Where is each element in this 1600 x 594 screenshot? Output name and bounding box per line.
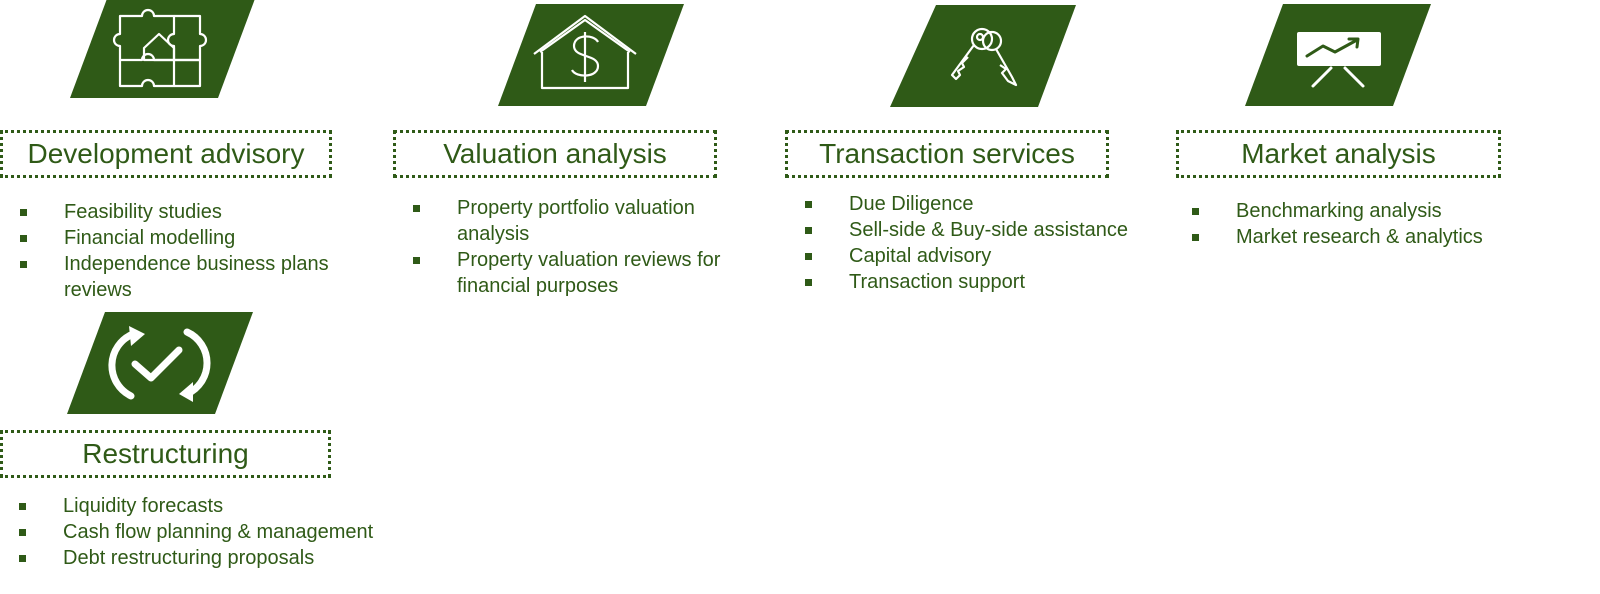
list-item: Market research & analytics <box>1190 224 1550 250</box>
list-item: Benchmarking analysis <box>1190 198 1550 224</box>
list-item: Sell-side & Buy-side assistance <box>803 217 1163 243</box>
service-item-list: Due Diligence Sell-side & Buy-side assis… <box>803 191 1163 295</box>
keys-icon <box>890 5 1076 107</box>
list-item: Due Diligence <box>803 191 1163 217</box>
service-title: Transaction services <box>785 130 1109 178</box>
list-item: Debt restructuring proposals <box>17 545 417 571</box>
refresh-check-icon <box>67 312 253 414</box>
list-item: Liquidity forecasts <box>17 493 417 519</box>
house-dollar-icon <box>498 4 684 106</box>
list-item: Property valuation reviews for financial… <box>411 247 751 299</box>
service-title: Development advisory <box>0 130 332 178</box>
service-item-list: Benchmarking analysis Market research & … <box>1190 198 1550 250</box>
list-item: Independence business plans reviews <box>18 251 378 303</box>
list-item: Property portfolio valuation analysis <box>411 195 751 247</box>
service-item-list: Feasibility studies Financial modelling … <box>18 199 378 303</box>
list-item: Financial modelling <box>18 225 378 251</box>
service-title: Valuation analysis <box>393 130 717 178</box>
puzzle-house-icon <box>70 0 256 98</box>
service-title: Restructuring <box>0 430 331 478</box>
list-item: Capital advisory <box>803 243 1163 269</box>
service-title: Market analysis <box>1176 130 1501 178</box>
list-item: Feasibility studies <box>18 199 378 225</box>
service-item-list: Liquidity forecasts Cash flow planning &… <box>17 493 417 571</box>
list-item: Cash flow planning & management <box>17 519 417 545</box>
presentation-chart-icon <box>1245 4 1431 106</box>
list-item: Transaction support <box>803 269 1163 295</box>
service-item-list: Property portfolio valuation analysis Pr… <box>411 195 751 299</box>
